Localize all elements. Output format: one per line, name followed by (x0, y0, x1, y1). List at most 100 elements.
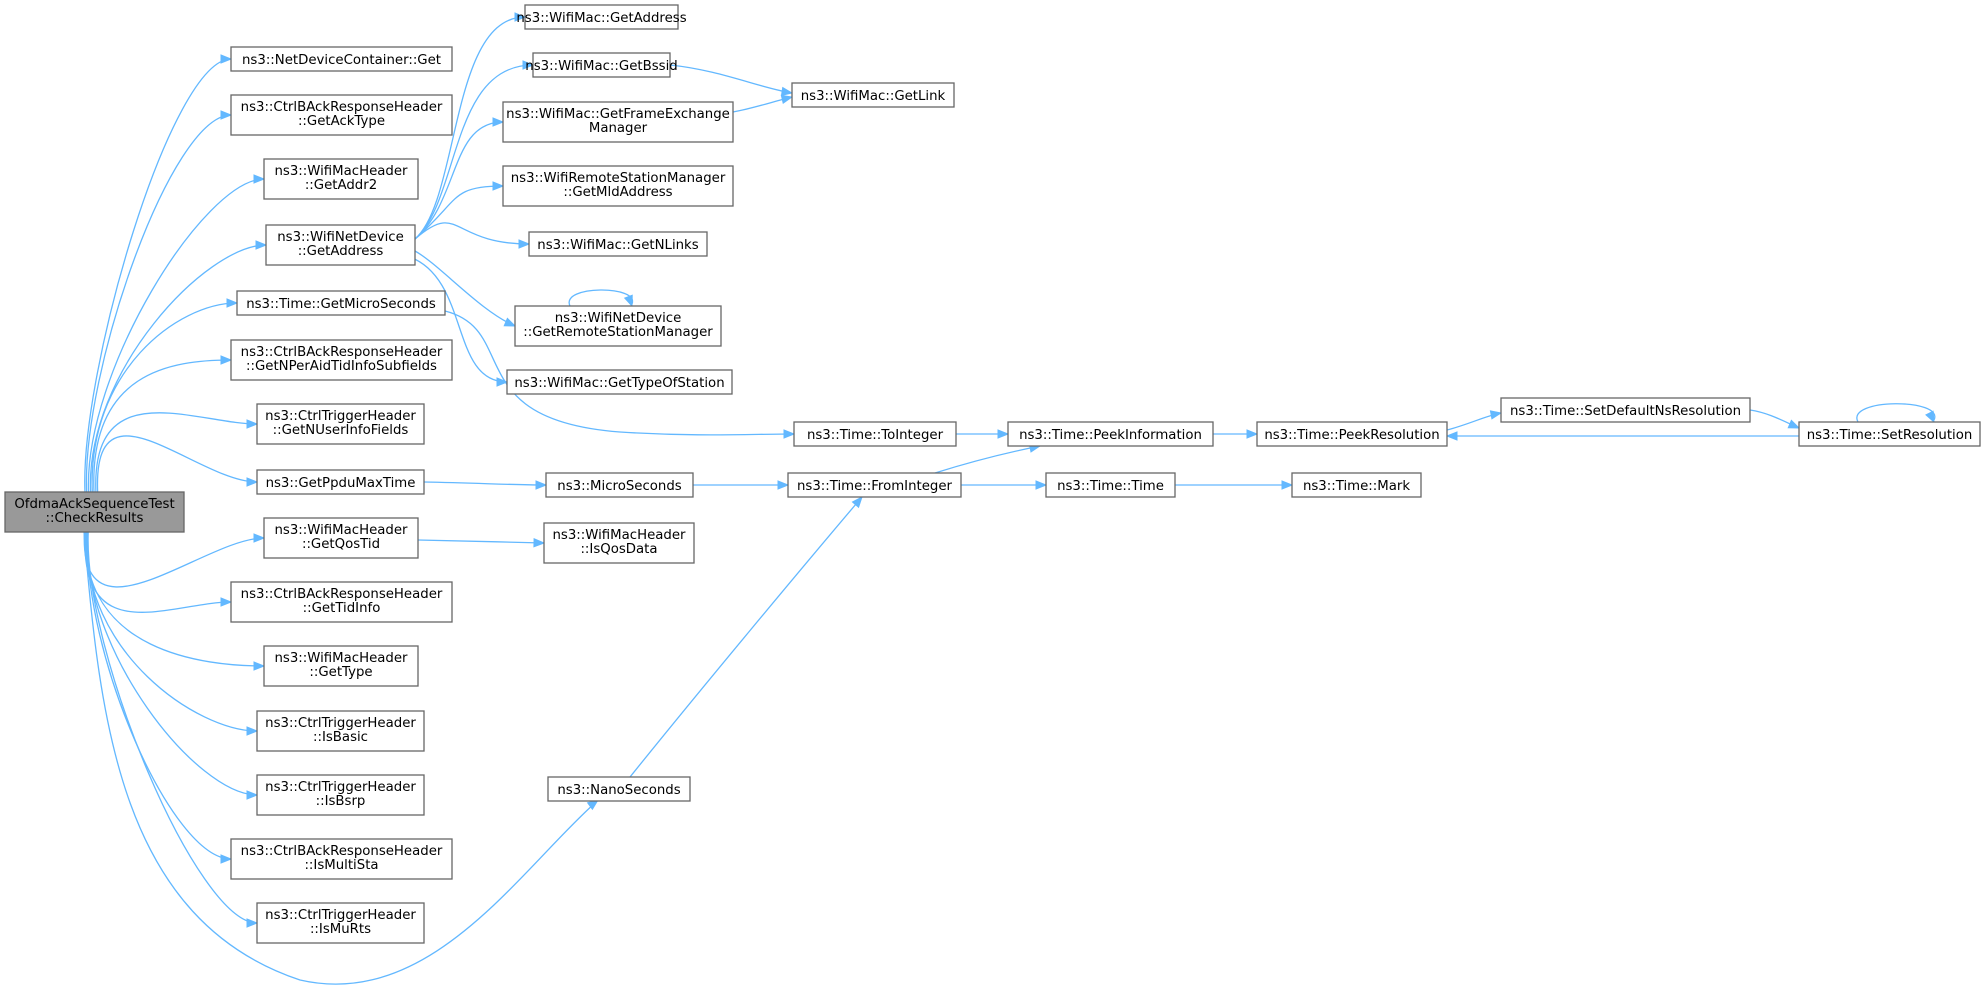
edge-arrow-root-ctrlback_gettidinfo (220, 597, 233, 607)
node-label: ns3::Time::SetResolution (1807, 428, 1973, 443)
node-label: ns3::WifiMacHeader (274, 164, 408, 179)
edge-arrow-setres-peekres (1445, 431, 1458, 441)
node-wifimac-getaddress[interactable]: ns3::WifiMac::GetAddress (516, 4, 687, 30)
node-box (547, 776, 691, 802)
node-wifimac-getlink[interactable]: ns3::WifiMac::GetLink (791, 82, 955, 108)
node-time-setresolution[interactable]: ns3::Time::SetResolution (1798, 421, 1981, 447)
edge-getaddress-wifimac_getbssid (414, 64, 534, 240)
node-microseconds[interactable]: ns3::MicroSeconds (545, 472, 694, 498)
node-label: Manager (589, 121, 648, 136)
edge-nano-frominteger (629, 496, 863, 778)
node-box (236, 290, 446, 316)
node-time-time[interactable]: ns3::Time::Time (1045, 472, 1176, 498)
edge-arrow-bssid-getlink (780, 86, 794, 97)
node-wifinetdevice-getremote[interactable]: ns3::WifiNetDevice::GetRemoteStationMana… (514, 305, 722, 347)
edge-arrow-peekres-setdefault (1489, 410, 1503, 420)
node-nanoseconds[interactable]: ns3::NanoSeconds (547, 776, 691, 802)
node-label: ns3::NetDeviceContainer::Get (242, 53, 441, 68)
edge-arrow-root-ctrltrigger_isbasic (246, 726, 259, 736)
edge-arrow-ppdu-micro (535, 480, 548, 490)
edge-arrow-root-ctrlback_getnperaid (220, 355, 233, 365)
node-label: ns3::Time::SetDefaultNsResolution (1510, 404, 1741, 419)
edge-arrow-peek-peekres (1246, 429, 1259, 439)
node-ctrltrigger-isbasic[interactable]: ns3::CtrlTriggerHeader::IsBasic (256, 710, 425, 752)
node-box (230, 94, 453, 136)
edge-getaddress-wifimac_getaddress (414, 16, 526, 240)
node-wifimacheader-gettype[interactable]: ns3::WifiMacHeader::GetType (263, 645, 419, 687)
node-wifinetdevice-getaddress[interactable]: ns3::WifiNetDevice::GetAddress (265, 224, 416, 266)
node-time-frominteger[interactable]: ns3::Time::FromInteger (787, 472, 962, 498)
edge-ppdu-micro (423, 481, 547, 486)
node-box (1045, 472, 1176, 498)
node-netdevicecontainer-get[interactable]: ns3::NetDeviceContainer::Get (230, 46, 453, 72)
node-wifimac-getbssid[interactable]: ns3::WifiMac::GetBssid (525, 52, 678, 78)
node-box (514, 305, 722, 347)
edge-arrow-micro-frominteger (777, 480, 790, 490)
node-time-mark[interactable]: ns3::Time::Mark (1291, 472, 1422, 498)
edge-setres-self (1856, 403, 1936, 423)
node-time-setdefaultns[interactable]: ns3::Time::SetDefaultNsResolution (1500, 397, 1751, 423)
edge-arrow-setres-self (1925, 410, 1935, 424)
edge-arrow-root-wifimacheader_getaddr2 (253, 174, 266, 184)
node-wifimac-getnlinks[interactable]: ns3::WifiMac::GetNLinks (528, 231, 708, 257)
node-label: ::GetRemoteStationManager (523, 325, 713, 340)
edge-arrow-root-wifimacheader_getqostid (253, 533, 266, 543)
node-box (263, 645, 419, 687)
node-ctrlback-getnperaid[interactable]: ns3::CtrlBAckResponseHeader::GetNPerAidT… (230, 339, 453, 381)
edge-arrow-getaddress-wifinetdevice_getremote (503, 317, 517, 327)
node-box (543, 522, 695, 564)
node-label: ns3::CtrlBAckResponseHeader (241, 844, 443, 859)
node-box (230, 46, 453, 72)
edge-getmicro-tointeger (444, 310, 795, 436)
node-box (263, 517, 419, 559)
node-label: ns3::Time::ToInteger (807, 428, 944, 443)
edge-arrow-root-ctrltrigger_isbsrp (246, 790, 259, 800)
node-label: ns3::WifiMacHeader (274, 651, 408, 666)
node-time-peekinformation[interactable]: ns3::Time::PeekInformation (1007, 421, 1214, 447)
node-ctrlback-ismultista[interactable]: ns3::CtrlBAckResponseHeader::IsMultiSta (230, 838, 453, 880)
node-ctrltrigger-ismurts[interactable]: ns3::CtrlTriggerHeader::IsMuRts (256, 902, 425, 944)
node-wifimacheader-getaddr2[interactable]: ns3::WifiMacHeader::GetAddr2 (263, 158, 419, 200)
edge-arrow-root-ctrltrigger_getnuserinfo (246, 419, 259, 429)
node-label: ::GetNPerAidTidInfoSubfields (246, 359, 437, 374)
edge-root-netdevicecontainer_get (84, 58, 232, 493)
node-root[interactable]: OfdmaAckSequenceTest::CheckResults (4, 491, 185, 533)
node-wifiremote-getmldaddress[interactable]: ns3::WifiRemoteStationManager::GetMldAdd… (502, 165, 734, 207)
node-time-getmicroseconds[interactable]: ns3::Time::GetMicroSeconds (236, 290, 446, 316)
node-time-tointeger[interactable]: ns3::Time::ToInteger (793, 421, 957, 447)
node-label: ns3::WifiMac::GetBssid (525, 59, 677, 74)
node-wifimacheader-isqosdata[interactable]: ns3::WifiMacHeader::IsQosData (543, 522, 695, 564)
node-wifimacheader-getqostid[interactable]: ns3::WifiMacHeader::GetQosTid (263, 517, 419, 559)
node-label: ns3::Time::Mark (1303, 479, 1410, 494)
edge-arrow-frameexchange-getlink (780, 94, 794, 105)
node-wifimac-gettypeofstation[interactable]: ns3::WifiMac::GetTypeOfStation (506, 369, 733, 395)
node-label: ::GetAddress (298, 244, 384, 259)
edge-arrow-nano-frominteger (851, 495, 863, 509)
node-label: ::IsQosData (580, 542, 657, 557)
edge-arrow-getmicro-tointeger (783, 429, 796, 439)
node-label: ::GetAddr2 (305, 178, 377, 193)
node-box (265, 224, 416, 266)
node-box (502, 165, 734, 207)
node-label: ns3::CtrlBAckResponseHeader (241, 100, 443, 115)
edge-getaddress-wifimac_getnlinks (414, 222, 530, 245)
edge-arrow-qostid-isqosdata (533, 538, 546, 548)
edge-arrow-root-ctrltrigger_ismurts (246, 918, 259, 928)
edge-arrow-tointeger-peek (997, 429, 1010, 439)
edge-root-wifimacheader_getaddr2 (87, 178, 265, 493)
node-getppdumaxtime[interactable]: ns3::GetPpduMaxTime (256, 469, 425, 495)
edge-arrow-getaddress-wifimac_getbssid (522, 60, 535, 70)
node-ctrlback-gettidinfo[interactable]: ns3::CtrlBAckResponseHeader::GetTidInfo (230, 581, 453, 623)
node-box (256, 774, 425, 816)
node-ctrlback-getacktype[interactable]: ns3::CtrlBAckResponseHeader::GetAckType (230, 94, 453, 136)
node-box (787, 472, 962, 498)
node-label: ns3::WifiMac::GetAddress (516, 11, 686, 26)
node-label: ns3::GetPpduMaxTime (266, 476, 416, 491)
node-time-peekresolution[interactable]: ns3::Time::PeekResolution (1256, 421, 1448, 447)
node-ctrltrigger-isbsrp[interactable]: ns3::CtrlTriggerHeader::IsBsrp (256, 774, 425, 816)
edge-root-nanoseconds (83, 531, 596, 985)
node-label: ns3::WifiMac::GetFrameExchange (506, 107, 730, 122)
node-label: ns3::CtrlTriggerHeader (265, 409, 416, 424)
node-ctrltrigger-getnuserinfo[interactable]: ns3::CtrlTriggerHeader::GetNUserInfoFiel… (256, 403, 425, 445)
